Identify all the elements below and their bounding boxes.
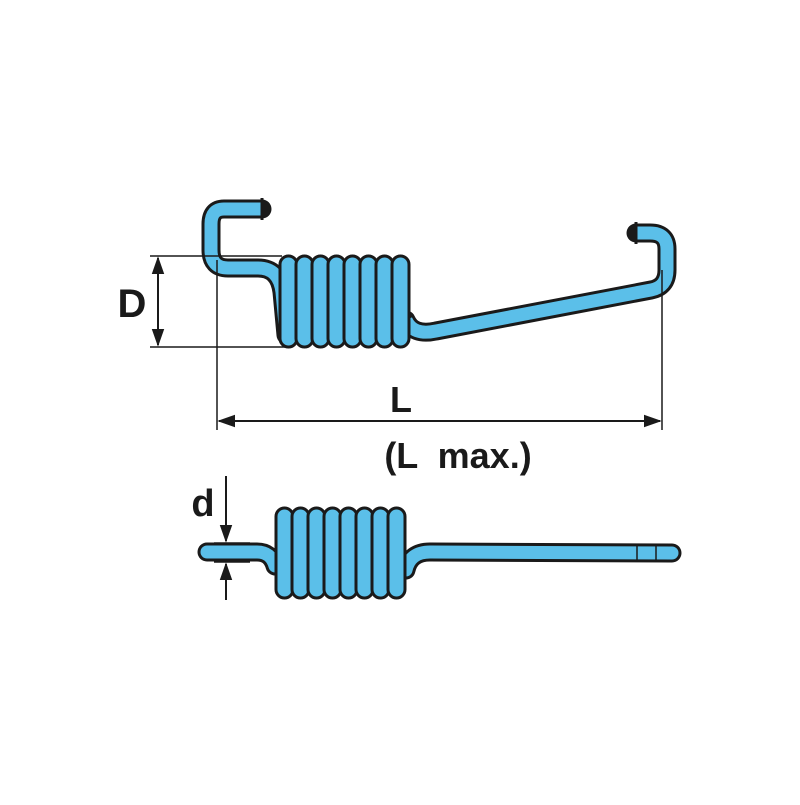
right-end-plan: [396, 542, 682, 580]
spring-plan-view: [197, 506, 682, 600]
spring-side-view: [201, 198, 677, 349]
left-end-plan: [197, 542, 285, 576]
label-L: L: [390, 379, 412, 420]
left-hook: [201, 198, 296, 345]
label-L-max: (L max.): [384, 435, 531, 476]
right-hook: [396, 222, 677, 342]
label-d: d: [191, 483, 214, 525]
dimension-d: d: [191, 476, 250, 600]
dimension-D: D: [118, 255, 286, 348]
dimension-L: L (L max.): [216, 260, 663, 476]
coil-body-side: [278, 254, 411, 349]
label-D: D: [118, 282, 147, 326]
coil-body-plan: [274, 506, 407, 600]
